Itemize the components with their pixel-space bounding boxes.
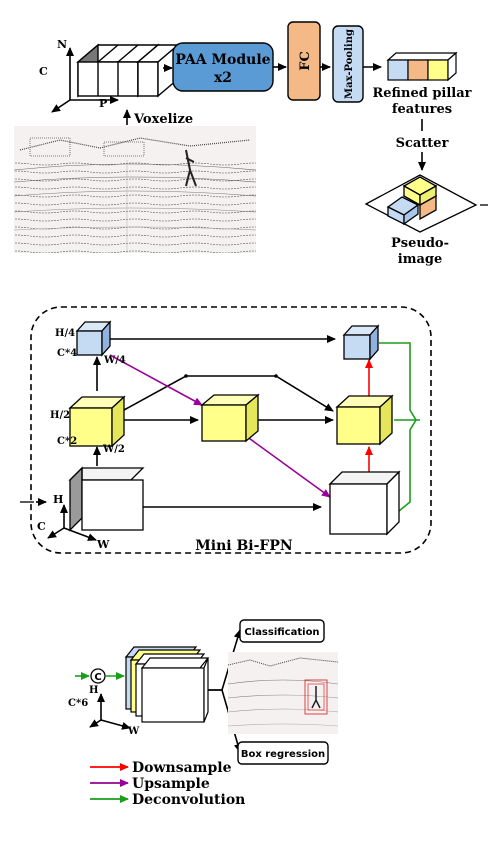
dim-c4: C*4 xyxy=(57,348,77,359)
axis-p-label: P xyxy=(99,97,107,110)
paa-module-repeat: x2 xyxy=(214,70,232,86)
voxel-axes xyxy=(51,47,119,113)
dim-c2: C*2 xyxy=(57,436,77,447)
detection-result-image xyxy=(227,652,339,734)
legend-label-0: Downsample xyxy=(132,760,232,776)
axis-h-label: H xyxy=(53,493,63,506)
output-cube-h4 xyxy=(342,324,380,361)
head-axis-w: W xyxy=(127,726,140,737)
paa-module-label: PAA Module xyxy=(175,52,270,68)
dim-w2: W/2 xyxy=(102,444,125,455)
legend-label-2: Deconvolution xyxy=(132,792,245,808)
concat-circle-icon xyxy=(90,668,106,684)
bifpn-title: Mini Bi-FPN xyxy=(195,538,293,554)
bifpn-axes xyxy=(47,504,97,541)
refined-features-label-2: features xyxy=(392,102,452,117)
classification-box xyxy=(239,619,325,643)
detection-head-section: C H C*6 W Classification Box re xyxy=(68,619,339,765)
voxel-block xyxy=(76,43,180,98)
pseudo-image-label: Pseudo- xyxy=(391,236,449,251)
fc-label: FC xyxy=(298,51,313,71)
axis-w-label: W xyxy=(96,538,110,551)
detection-box-icon xyxy=(304,679,328,715)
concat-symbol: C xyxy=(94,672,101,683)
pseudo-image-plane xyxy=(364,174,488,233)
box-regression-label: Box regression xyxy=(241,749,325,760)
dim-w4: W/4 xyxy=(103,355,126,366)
pseudo-image-label-2: image xyxy=(398,252,442,267)
lidar-point-cloud xyxy=(13,126,257,253)
head-axis-h: H xyxy=(89,685,98,696)
output-cube-h xyxy=(328,470,401,536)
junction-dot-right xyxy=(274,374,278,378)
dim-h2: H/2 xyxy=(50,410,70,421)
voxelize-label: Voxelize xyxy=(133,112,193,127)
bifpn-dashed-boundary xyxy=(30,306,432,554)
box-regression-box xyxy=(237,741,329,765)
classification-label: Classification xyxy=(244,627,319,638)
feature-cube-h2 xyxy=(68,395,126,448)
max-pooling-label: Max-Pooling xyxy=(344,29,355,99)
max-pooling-box xyxy=(332,25,364,103)
mini-bifpn-section: H C W H/4 C*4 W/4 xyxy=(20,306,432,554)
axis-n-label: N xyxy=(57,38,67,51)
axis-c-label: C xyxy=(39,65,48,78)
pillar-encoder-section: N C P PAA Module x2 FC Max-Poo xyxy=(13,21,488,267)
refined-pillar-features xyxy=(386,51,458,82)
fc-box xyxy=(287,21,321,101)
intermediate-cube-h2 xyxy=(200,393,260,443)
legend-label-1: Upsample xyxy=(132,776,210,792)
feature-cube-h4 xyxy=(75,320,112,357)
output-cube-h2 xyxy=(335,394,394,446)
concat-feature-stack xyxy=(124,646,210,723)
axis-c-label-fpn: C xyxy=(37,520,46,533)
junction-dot-left xyxy=(184,374,188,378)
feature-cube-h xyxy=(68,466,145,532)
scatter-label: Scatter xyxy=(396,136,449,151)
dim-h4: H/4 xyxy=(55,328,75,339)
head-axis-c6: C*6 xyxy=(68,698,88,709)
refined-features-label: Refined pillar xyxy=(372,86,471,101)
bifpn-connections xyxy=(93,335,420,512)
head-axes xyxy=(89,693,131,730)
